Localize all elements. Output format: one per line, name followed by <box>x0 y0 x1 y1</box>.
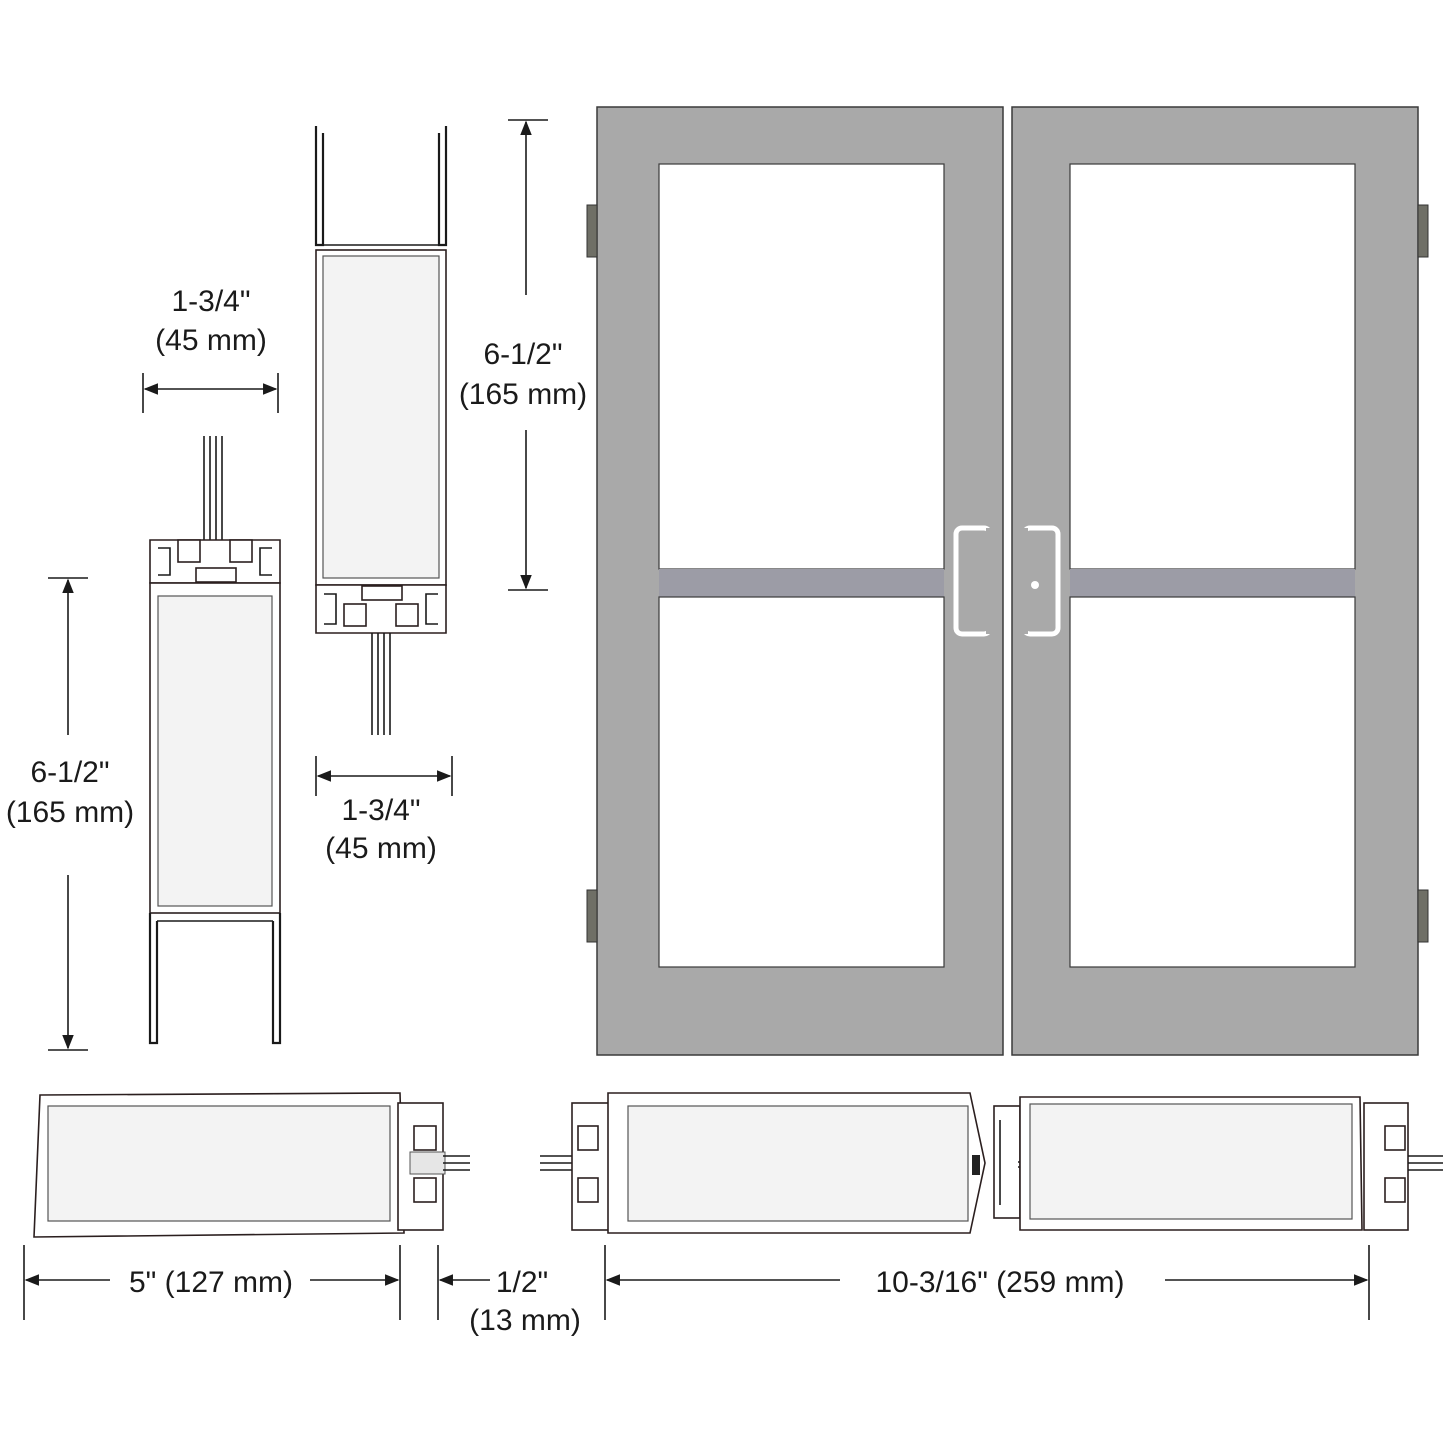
dim-label-metric: (45 mm) <box>155 324 267 357</box>
right-top-pivot <box>1417 204 1429 258</box>
dim-label: 5" (127 mm) <box>129 1266 293 1299</box>
left-door-leaf <box>586 106 1004 1056</box>
right-door-leaf <box>1011 106 1429 1056</box>
right-bottom-pivot <box>1417 889 1429 943</box>
dim-label-metric: (45 mm) <box>325 832 437 865</box>
dim-label: 10-3/16" (259 mm) <box>875 1266 1124 1299</box>
dim-label-imperial: 6-1/2" <box>483 338 562 371</box>
dim-stile-width: 5" (127 mm) <box>23 1245 401 1320</box>
hinge-stile-plan <box>33 1092 470 1238</box>
dim-label-metric: (13 mm) <box>469 1304 581 1337</box>
dim-label-imperial: 1/2" <box>496 1266 548 1299</box>
double-door-elevation <box>586 106 1429 1056</box>
dim-label-metric: (165 mm) <box>459 378 587 411</box>
dim-label-imperial: 6-1/2" <box>30 756 109 789</box>
left-bottom-pivot <box>586 889 598 943</box>
bottom-rail-section <box>148 436 282 1045</box>
dim-label-imperial: 1-3/4" <box>171 285 250 318</box>
dim-gap: 1/2" (13 mm) <box>437 1245 606 1337</box>
dim-meeting-stiles: 10-3/16" (259 mm) <box>605 1245 1370 1320</box>
top-rail-section <box>314 126 448 735</box>
left-top-pivot <box>586 204 598 258</box>
dim-top-rail-width: 1-3/4" (45 mm) <box>315 756 453 865</box>
dim-label-imperial: 1-3/4" <box>341 794 420 827</box>
dim-top-rail-height: 6-1/2" (165 mm) <box>459 119 587 591</box>
lock-cylinder <box>1031 581 1039 589</box>
dim-label-metric: (165 mm) <box>6 796 134 829</box>
meeting-stiles-plan <box>540 1092 1443 1234</box>
dim-bottom-rail-width: 1-3/4" (45 mm) <box>142 285 279 413</box>
dim-bottom-rail-height: 6-1/2" (165 mm) <box>6 577 134 1051</box>
